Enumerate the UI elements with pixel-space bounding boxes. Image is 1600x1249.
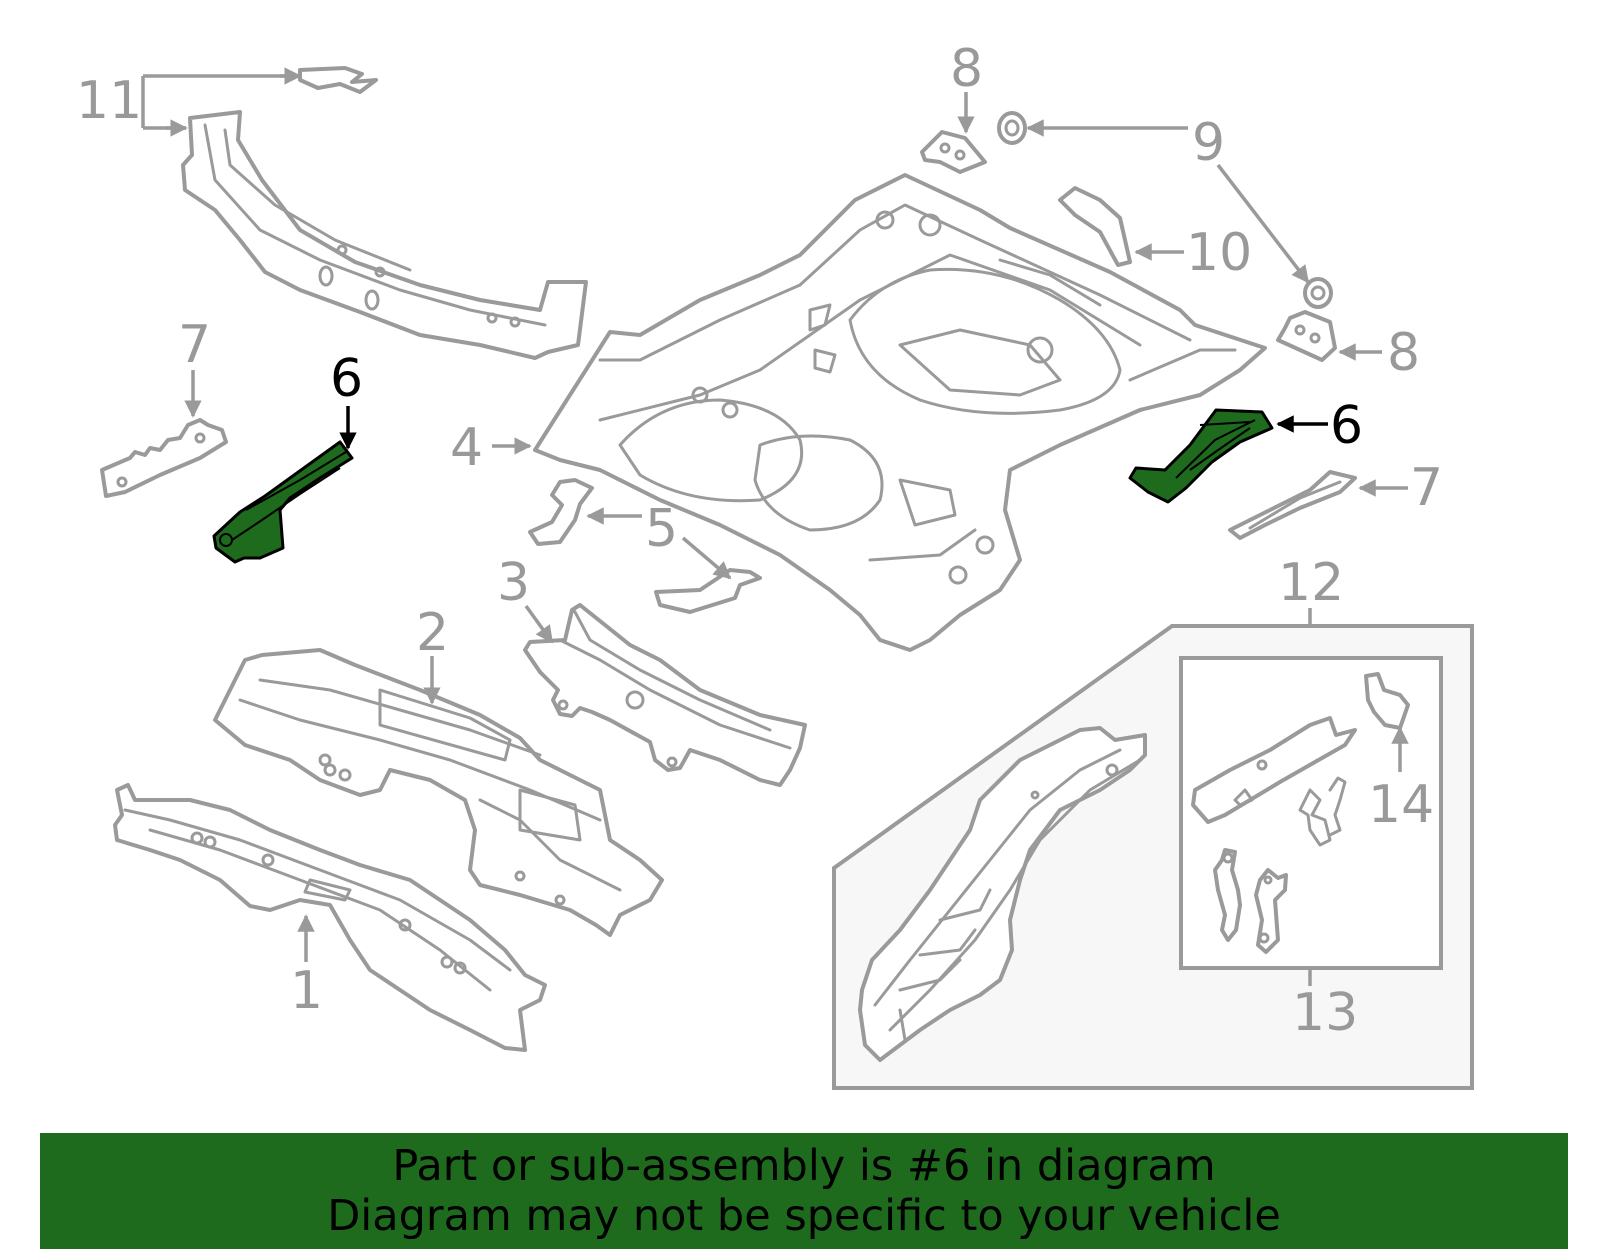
leader-lines xyxy=(141,67,1409,986)
inset-13-panel xyxy=(1179,656,1443,970)
callout-4: 4 xyxy=(450,418,483,478)
callout-7-right: 7 xyxy=(1410,458,1443,518)
callout-7-left: 7 xyxy=(178,315,211,375)
part-4-floor-pan xyxy=(533,173,1267,652)
callout-11: 11 xyxy=(76,71,142,131)
part-6-left-highlighted xyxy=(212,440,354,564)
banner-line-1: Part or sub-assembly is #6 in diagram xyxy=(392,1141,1216,1191)
callout-6-left: 6 xyxy=(330,349,363,409)
callout-5: 5 xyxy=(645,499,678,559)
callout-6-right: 6 xyxy=(1330,396,1363,456)
callout-9: 9 xyxy=(1192,113,1225,173)
callout-labels: 11 8 9 10 8 7 6 6 7 4 5 3 2 1 12 13 14 xyxy=(76,39,1443,1043)
callout-3: 3 xyxy=(497,553,530,613)
callout-14: 14 xyxy=(1368,775,1434,835)
part-7-left-reinforcement xyxy=(100,418,228,498)
banner-line-2: Diagram may not be specific to your vehi… xyxy=(327,1191,1281,1241)
part-3-crossmember xyxy=(523,603,807,787)
part-2-crossmember xyxy=(213,648,664,937)
callout-1: 1 xyxy=(290,961,323,1021)
part-8-bracket-top xyxy=(920,130,987,174)
callout-8-right: 8 xyxy=(1387,323,1420,383)
callout-10: 10 xyxy=(1186,223,1252,283)
part-9-nut-right xyxy=(1303,277,1333,309)
part-8-bracket-right xyxy=(1276,310,1337,362)
info-banner: Part or sub-assembly is #6 in diagram Di… xyxy=(40,1133,1568,1249)
part-7-right-reinforcement xyxy=(1228,470,1357,540)
part-6-right-highlighted xyxy=(1128,408,1274,504)
callout-8-top: 8 xyxy=(950,39,983,99)
callout-2: 2 xyxy=(416,603,449,663)
part-11-crossmember xyxy=(181,66,588,360)
callout-12: 12 xyxy=(1278,553,1344,613)
part-9-nut-top xyxy=(997,111,1027,145)
part-10-bracket xyxy=(1058,186,1132,267)
part-5-brackets xyxy=(528,478,762,614)
part-1-rear-floor-crossmember xyxy=(113,783,547,1052)
callout-13: 13 xyxy=(1292,983,1358,1043)
